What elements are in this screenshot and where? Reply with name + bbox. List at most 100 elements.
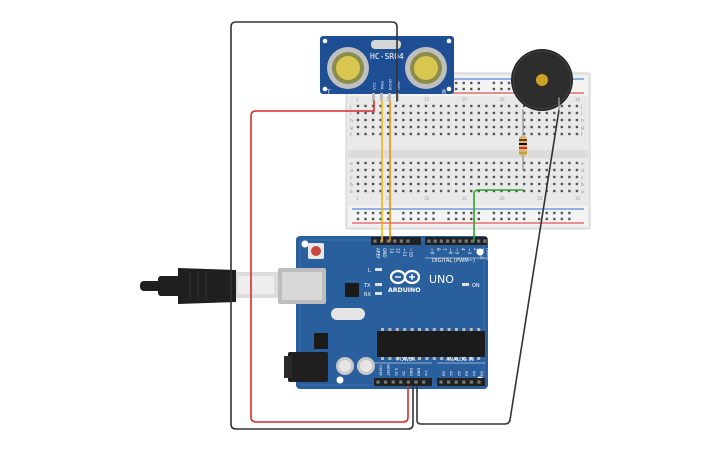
power-pin-label: GND bbox=[417, 368, 421, 376]
row-letter: e bbox=[350, 162, 353, 167]
row-letter: g bbox=[350, 126, 353, 131]
digital-pin-label: 8 bbox=[436, 248, 441, 251]
row-letter: c bbox=[581, 176, 584, 181]
power-pin-label: Vin bbox=[424, 370, 428, 376]
digital-pin-label: ~5 bbox=[454, 248, 459, 255]
transmitter bbox=[327, 47, 369, 89]
column-number: 5 bbox=[386, 97, 389, 102]
sensor-t-mark: T bbox=[326, 89, 331, 96]
column-number: 5 bbox=[386, 196, 389, 201]
crystal bbox=[331, 308, 365, 320]
analog-pin-label: A2 bbox=[457, 371, 462, 377]
digital-pin-label: GND bbox=[382, 248, 387, 258]
row-letter: d bbox=[581, 168, 584, 174]
digital-pin-label: ~11 bbox=[402, 248, 407, 257]
wire-vcc-sensor[interactable] bbox=[250, 100, 409, 423]
row-letter: i bbox=[350, 111, 351, 117]
row-letter: c bbox=[350, 176, 353, 181]
sensor-pin-label: VCC bbox=[372, 82, 377, 90]
wire-gnd-sensor[interactable] bbox=[230, 21, 414, 430]
power-pin-label: 3.3V bbox=[394, 368, 398, 377]
wire-buzzer-signal[interactable] bbox=[473, 189, 524, 242]
column-number: 15 bbox=[462, 97, 468, 102]
digital-pin-label: 2 bbox=[473, 248, 478, 251]
wires bbox=[230, 21, 560, 430]
regulator bbox=[314, 333, 328, 349]
resistor-icon[interactable] bbox=[519, 118, 527, 170]
sensor-r-mark: R bbox=[442, 89, 446, 96]
digital-pin-label: ~9 bbox=[430, 248, 435, 255]
sensor-model-label: HC-SR04 bbox=[370, 52, 404, 61]
power-label: POWER bbox=[397, 357, 416, 363]
on-label: ON bbox=[472, 283, 480, 289]
digital-pin-label: 7 bbox=[442, 248, 447, 251]
sensor-crystal bbox=[371, 40, 401, 49]
column-number: 30 bbox=[575, 97, 581, 102]
column-number: 10 bbox=[424, 196, 430, 201]
piezo-buzzer-icon[interactable] bbox=[511, 49, 573, 111]
digital-pin-label: RX←0 bbox=[485, 248, 490, 260]
row-letter: e bbox=[581, 162, 584, 167]
row-letter: b bbox=[581, 182, 584, 188]
model-label: UNO bbox=[429, 273, 454, 286]
power-pin-label: IOREF bbox=[379, 365, 383, 376]
column-number: 25 bbox=[537, 196, 543, 201]
row-letter: h bbox=[350, 118, 353, 124]
usb-port bbox=[278, 268, 326, 304]
column-number: 1 bbox=[356, 196, 359, 201]
atmega-chip bbox=[377, 328, 485, 360]
power-pin-label: 5V bbox=[401, 371, 405, 376]
led-tx-label: TX bbox=[363, 283, 371, 289]
status-leds bbox=[375, 268, 469, 295]
digital-label: DIGITAL (PWM~) bbox=[432, 258, 475, 264]
digital-pin-label: 12 bbox=[395, 248, 400, 254]
digital-pin-label: 4 bbox=[461, 248, 466, 251]
sensor-pin-label: TRIG bbox=[380, 81, 385, 91]
usb-chip bbox=[345, 283, 359, 297]
row-letter: g bbox=[581, 126, 584, 131]
column-number: 30 bbox=[575, 196, 581, 201]
digital-pin-label: ~10 bbox=[409, 248, 414, 257]
row-letter: f bbox=[350, 132, 352, 138]
power-header[interactable] bbox=[374, 378, 432, 386]
digital-pin-label: AREF bbox=[376, 248, 381, 259]
reset-button[interactable] bbox=[308, 243, 324, 259]
row-letter: a bbox=[350, 190, 353, 195]
digital-header[interactable] bbox=[371, 237, 487, 245]
column-number: 10 bbox=[424, 97, 430, 102]
column-number: 20 bbox=[499, 196, 505, 201]
analog-label: ANALOG IN bbox=[446, 357, 474, 363]
sensor-pin-label: ECHO bbox=[388, 79, 393, 90]
row-letter: h bbox=[581, 118, 584, 124]
receiver bbox=[405, 47, 447, 89]
digital-pin-label: ~3 bbox=[467, 248, 472, 255]
analog-pin-label: A4 bbox=[472, 371, 477, 377]
analog-pin-label: A3 bbox=[464, 371, 469, 377]
row-letter: i bbox=[581, 111, 582, 117]
led-rx-label: RX bbox=[364, 292, 371, 298]
usb-cable-icon bbox=[140, 268, 278, 304]
analog-pin-label: A0 bbox=[442, 371, 447, 377]
digital-pin-label: ~6 bbox=[448, 248, 453, 255]
led-l-label: L bbox=[368, 268, 371, 274]
brand-label: ARDUINO bbox=[388, 287, 420, 294]
analog-pin-label: A5 bbox=[480, 371, 485, 377]
column-number: 15 bbox=[462, 196, 468, 201]
analog-header[interactable] bbox=[437, 378, 485, 386]
row-letter: j bbox=[349, 104, 351, 110]
dc-power-jack bbox=[288, 352, 328, 382]
column-number: 1 bbox=[356, 97, 359, 102]
row-letter: f bbox=[581, 132, 583, 138]
row-letter: a bbox=[581, 190, 584, 195]
wire-buzzer-gnd[interactable] bbox=[416, 109, 560, 425]
capacitors bbox=[336, 357, 375, 375]
analog-pin-label: A1 bbox=[449, 371, 454, 377]
